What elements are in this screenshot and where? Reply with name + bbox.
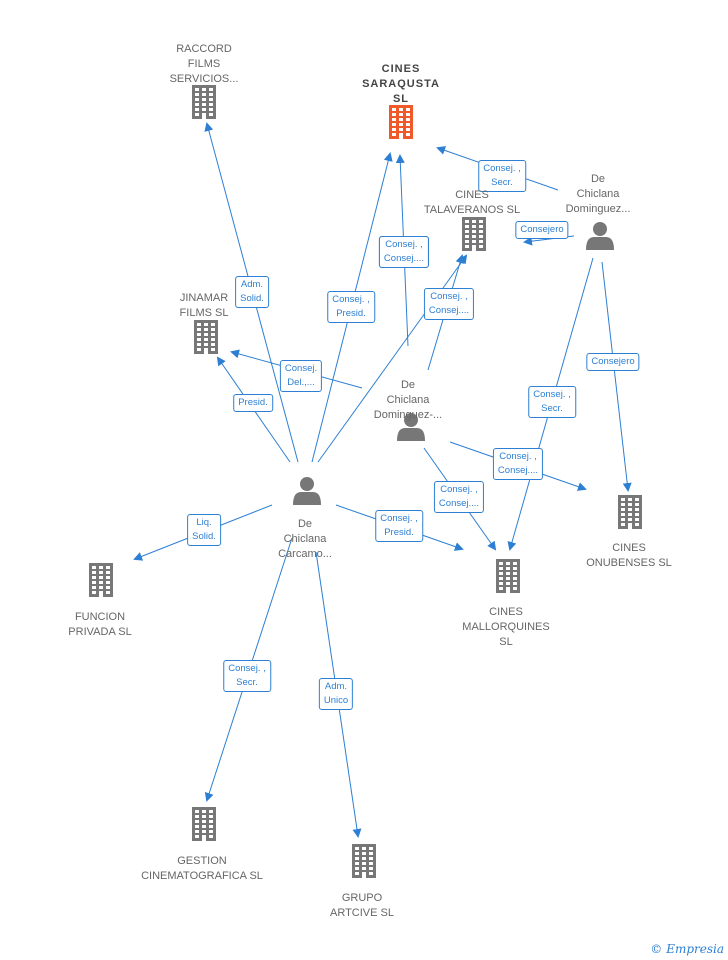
building-icon[interactable] bbox=[192, 85, 216, 119]
edge-dominguez1-to-onubenses bbox=[601, 261, 632, 492]
edge-label-dominguez2-to-mallorquines: Consej. , Consej.... bbox=[433, 481, 485, 513]
node-label-mallorquines[interactable]: CINES MALLORQUINES SL bbox=[462, 606, 550, 648]
copyright-icon: © bbox=[650, 942, 663, 956]
edge-label-dominguez1-to-saraqusta: Consej. , Secr. bbox=[478, 160, 526, 192]
edge-label-dominguez2-to-talaveranos: Consej. , Consej.... bbox=[423, 288, 475, 320]
building-icon[interactable] bbox=[618, 495, 642, 529]
building-icon[interactable] bbox=[462, 217, 486, 251]
node-label-gestion[interactable]: GESTION CINEMATOGRAFICA SL bbox=[141, 855, 263, 882]
building-icon[interactable] bbox=[352, 844, 376, 878]
node-label-saraqusta[interactable]: CINES SARAQUSTA SL bbox=[362, 63, 440, 105]
edge-label-dominguez2-to-onubenses: Consej. , Consej.... bbox=[492, 448, 544, 480]
nodes-layer bbox=[89, 85, 642, 878]
edge-label-dominguez2-to-jinamar: Consej. Del.,... bbox=[279, 360, 323, 392]
edge-label-dominguez1-to-onubenses: Consejero bbox=[586, 353, 640, 371]
person-icon[interactable] bbox=[586, 222, 614, 250]
building-icon[interactable] bbox=[389, 105, 413, 139]
building-icon[interactable] bbox=[496, 559, 520, 593]
node-label-jinamar[interactable]: JINAMAR FILMS SL bbox=[179, 292, 229, 319]
edge-label-carcamo-to-funcion: Liq. Solid. bbox=[187, 514, 221, 546]
node-label-artcive[interactable]: GRUPO ARTCIVE SL bbox=[330, 892, 394, 919]
node-label-onubenses[interactable]: CINES ONUBENSES SL bbox=[586, 542, 672, 569]
edge-label-carcamo-to-raccord: Adm. Solid. bbox=[235, 276, 269, 308]
node-label-dominguez2[interactable]: De Chiclana Dominguez-... bbox=[373, 379, 443, 421]
credit-text: Empresia bbox=[666, 942, 724, 956]
person-icon[interactable] bbox=[397, 413, 425, 441]
node-label-raccord[interactable]: RACCORD FILMS SERVICIOS... bbox=[169, 43, 239, 85]
edge-label-carcamo-to-saraqusta: Consej. , Presid. bbox=[327, 291, 375, 323]
edge-label-dominguez2-to-saraqusta: Consej. , Consej.... bbox=[378, 236, 430, 268]
credit: ©Empresia bbox=[650, 942, 724, 956]
edge-label-carcamo-to-gestion: Consej. , Secr. bbox=[223, 660, 271, 692]
edge-carcamo-to-talaveranos bbox=[317, 254, 468, 463]
edge-label-dominguez1-to-mallorquines: Consej. , Secr. bbox=[528, 386, 576, 418]
node-label-funcion[interactable]: FUNCION PRIVADA SL bbox=[68, 611, 132, 638]
edge-label-carcamo-to-mallorquines: Consej. , Presid. bbox=[375, 510, 423, 542]
node-label-talaveranos[interactable]: CINES TALAVERANOS SL bbox=[423, 189, 521, 216]
building-icon[interactable] bbox=[194, 320, 218, 354]
node-label-carcamo[interactable]: De Chiclana Carcamo... bbox=[278, 518, 332, 560]
node-label-dominguez1[interactable]: De Chiclana Dominguez... bbox=[565, 173, 631, 215]
edge-label-dominguez1-to-talaveranos: Consejero bbox=[515, 221, 569, 239]
edge-label-carcamo-to-jinamar: Presid. bbox=[233, 394, 273, 412]
person-icon[interactable] bbox=[293, 477, 321, 505]
building-icon[interactable] bbox=[192, 807, 216, 841]
edge-label-carcamo-to-artcive: Adm. Unico bbox=[318, 678, 354, 710]
building-icon[interactable] bbox=[89, 563, 113, 597]
